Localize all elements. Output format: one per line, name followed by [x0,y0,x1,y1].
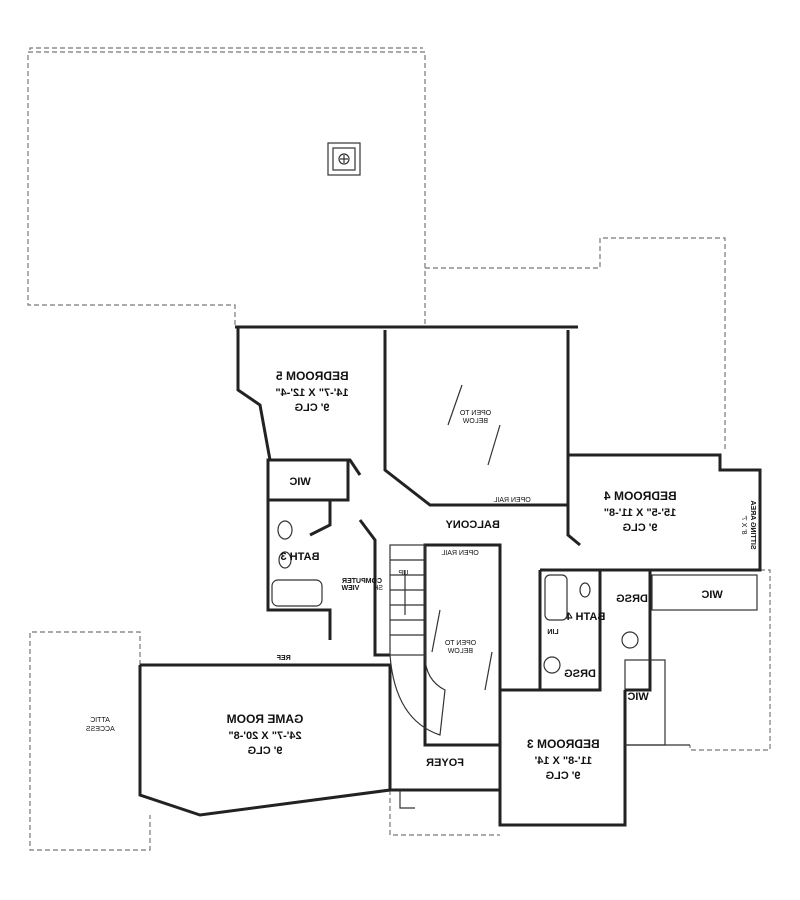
bath4-label: BATH 4 [566,611,606,623]
wic-bedroom4-label: WIC [701,589,722,601]
svg-text:8' X 7': 8' X 7' [740,515,747,534]
sk-label: SK [373,585,383,592]
svg-text:15'-5" X 11'-8": 15'-5" X 11'-8" [604,507,677,519]
bedroom-4-label: BEDROOM 4 15'-5" X 11'-8" 9' CLG [604,489,677,534]
svg-text:9' CLG: 9' CLG [622,522,657,534]
open-to-below-arrows [431,384,501,691]
skylight-icon [327,142,361,176]
stair-up-label: UP [398,570,408,577]
bedroom-3-label: BEDROOM 3 11'-8" X 14' 9' CLG [527,737,600,782]
drsg-upper-label: DRSG [616,593,648,605]
lin-label: LIN [547,629,558,636]
svg-text:BEDROOM 3: BEDROOM 3 [527,737,600,751]
attic-label: ATTIC [90,717,110,724]
svg-text:11'-8" X 14': 11'-8" X 14' [534,755,592,767]
open-rail-label-1: OPEN RAIL [493,497,530,504]
svg-text:14'-7" X 12'-4": 14'-7" X 12'-4" [275,387,348,399]
open-rail-label-2: OPEN RAIL [441,550,478,557]
bedroom-5-label: BEDROOM 5 14'-7" X 12'-4" 9' CLG [275,369,348,414]
walls [138,325,762,827]
view-label: VIEW [341,585,359,592]
computer-label: COMPUTER [342,578,382,585]
sitting-area-label: SITTING AREA 8' X 7' [740,500,756,549]
svg-text:9' CLG: 9' CLG [545,770,580,782]
svg-text:GAME ROOM: GAME ROOM [227,712,304,726]
open-below-label-2b: BELOW [447,648,473,655]
foyer-label: FOYER [426,757,464,769]
open-below-label-1b: BELOW [462,418,488,425]
wic-bedroom5-label: WIC [289,476,310,488]
balcony-label: BALCONY [445,519,500,531]
fixtures [271,520,639,674]
game-room-label: GAME ROOM 24'-7" X 20'-8" 9' CLG [227,712,304,757]
wic-bedroom3-label: WIC [627,691,648,703]
ref-label: REF [276,655,291,662]
roof-outline [27,47,771,851]
svg-text:SITTING AREA: SITTING AREA [749,500,756,549]
staircase [389,544,446,736]
attic-access-label: ACCESS [86,726,115,733]
svg-text:9' CLG: 9' CLG [247,745,282,757]
svg-text:BEDROOM 4: BEDROOM 4 [604,489,677,503]
open-below-label-1: OPEN TO [459,410,491,417]
drsg-lower-label: DRSG [564,668,596,680]
open-below-label-2: OPEN TO [444,640,476,647]
svg-text:24'-7" X 20'-8": 24'-7" X 20'-8" [228,730,301,742]
svg-text:9' CLG: 9' CLG [294,402,329,414]
svg-text:BEDROOM 5: BEDROOM 5 [276,369,349,383]
bath3-label: BATH 3 [281,551,320,563]
